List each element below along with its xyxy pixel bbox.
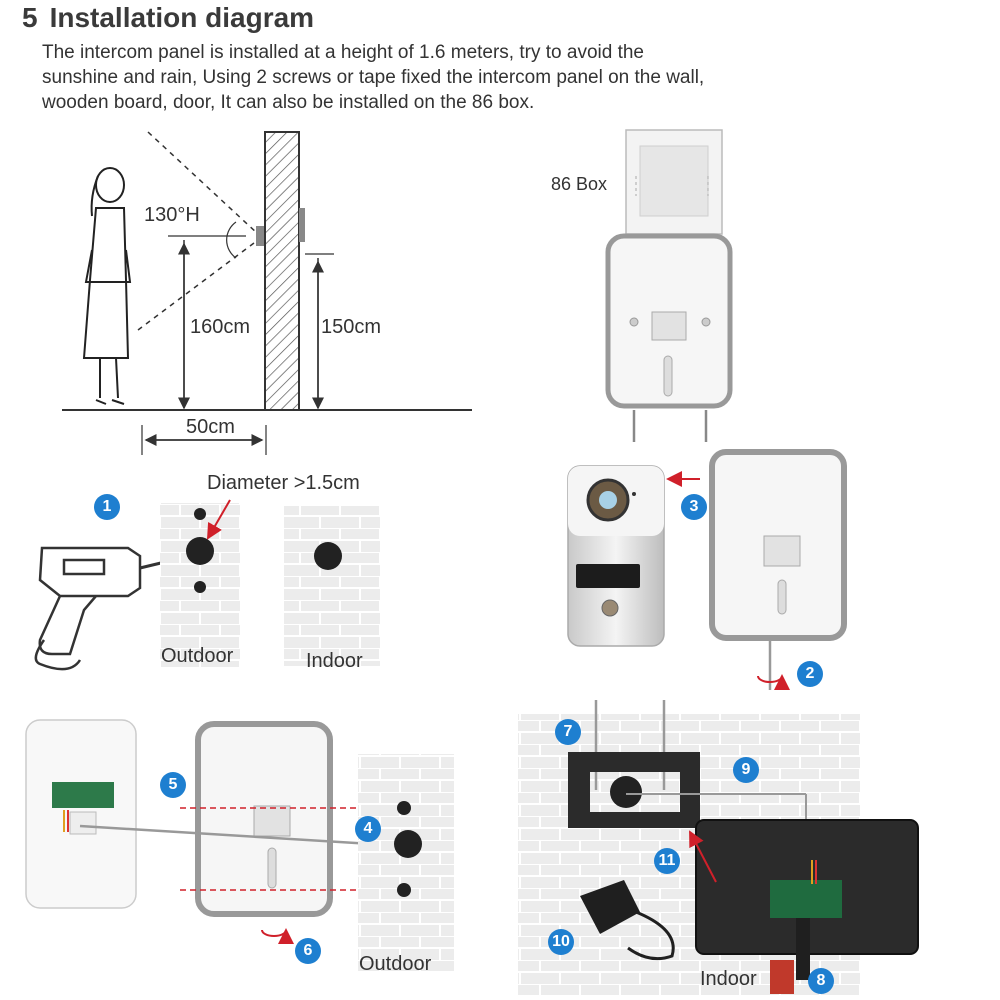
description: The intercom panel is installed at a hei… xyxy=(42,40,862,115)
title-text: Installation diagram xyxy=(49,2,315,33)
wall-bracket xyxy=(568,752,700,828)
section-title: 5 Installation diagram xyxy=(22,2,314,34)
monitor-indoor-label: Indoor xyxy=(700,968,757,990)
box-86-diagram xyxy=(605,129,733,442)
step-badge-11: 11 xyxy=(654,848,680,874)
box-86-label: 86 Box xyxy=(551,174,608,194)
panel-assembly xyxy=(567,449,847,691)
mount-wall xyxy=(358,754,454,972)
step-badge-6: 6 xyxy=(295,938,321,964)
step-badge-3: 3 xyxy=(681,494,707,520)
description-line: The intercom panel is installed at a hei… xyxy=(42,42,644,63)
step-badge-7: 7 xyxy=(555,719,581,745)
sd-card xyxy=(770,960,794,994)
mount-diagram xyxy=(25,719,454,972)
step-badge-9: 9 xyxy=(733,757,759,783)
camera-height-label: 160cm xyxy=(190,316,251,338)
step-badge-8: 8 xyxy=(808,968,834,994)
panel-height-label: 150cm xyxy=(321,316,382,338)
description-line: sunshine and rain, Using 2 screws or tap… xyxy=(42,67,705,88)
door-panel-small xyxy=(256,226,264,246)
height-diagram xyxy=(62,131,472,455)
step-badge-5: 5 xyxy=(160,772,186,798)
monitor-board xyxy=(770,880,842,918)
step-badge-1: 1 xyxy=(94,494,120,520)
step-badge-4: 4 xyxy=(355,816,381,842)
power-adapter xyxy=(580,880,675,961)
description-line: wooden board, door, It can also be insta… xyxy=(42,92,535,113)
drill-outdoor-label: Outdoor xyxy=(161,645,234,667)
drill-indoor-label: Indoor xyxy=(306,650,363,672)
step-badge-10: 10 xyxy=(548,929,574,955)
drill-diagram xyxy=(34,499,380,671)
mount-outdoor-label: Outdoor xyxy=(359,953,432,975)
distance-label: 50cm xyxy=(186,416,235,438)
diameter-label: Diameter >1.5cm xyxy=(207,472,360,494)
circuit-board xyxy=(52,782,114,808)
section-number: 5 xyxy=(22,2,38,33)
angle-label: 130°H xyxy=(144,204,200,226)
card-reader xyxy=(576,564,640,588)
monitor-diagram xyxy=(518,700,919,996)
person-figure xyxy=(82,167,132,405)
indoor-wall xyxy=(284,506,380,666)
wall xyxy=(264,131,300,411)
step-badge-2: 2 xyxy=(797,661,823,687)
